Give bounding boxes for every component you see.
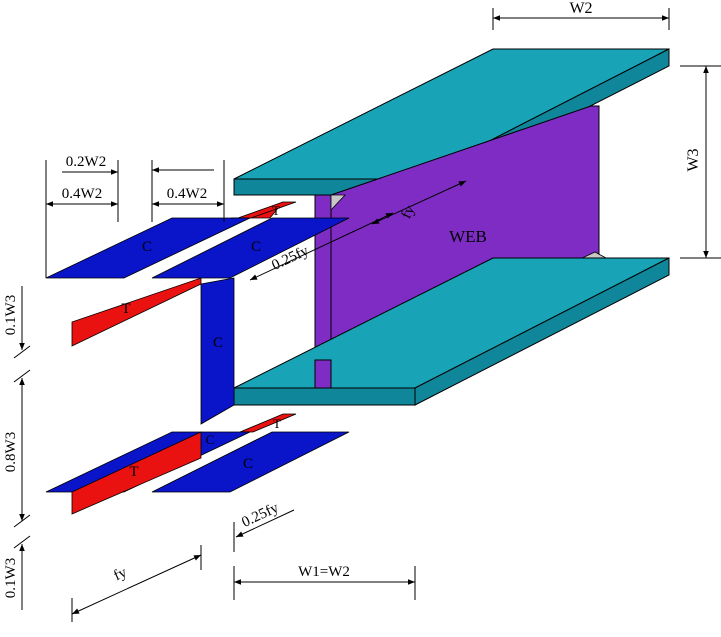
- w3-chain-tick-2: [13, 369, 31, 383]
- label-t-top-front: T: [121, 301, 130, 317]
- web-label: WEB: [449, 227, 487, 246]
- w2-04-right-label: 0.4W2: [167, 186, 207, 202]
- w3-01-bottom-label: 0.1W3: [3, 558, 19, 598]
- label-c-top-left: C: [142, 239, 152, 255]
- w1-label: W1=W2: [298, 564, 350, 580]
- bottom-tension-block-back: [239, 413, 297, 433]
- bottom-flange-side-face: [414, 257, 670, 406]
- w3-01-top-label: 0.1W3: [3, 295, 19, 335]
- w2-04-left-label: 0.4W2: [62, 186, 102, 202]
- bottom-flange-front-face: [233, 387, 416, 406]
- fy-bottom-label: fy: [111, 564, 130, 584]
- fy-bottom-dimension-line: [71, 554, 202, 615]
- label-t-bottom-back: T: [273, 416, 281, 431]
- i-beam: WEB: [233, 48, 670, 406]
- w3-label: W3: [685, 148, 702, 171]
- bottom-tension-block-front: [71, 431, 202, 515]
- dimensions: [13, 8, 721, 622]
- web-front-edge-lower: [314, 359, 332, 389]
- fy025-bottom-dimension-line: [235, 509, 295, 538]
- bottom-compression-block-right: [151, 431, 350, 493]
- w2-label: W2: [569, 0, 592, 17]
- label-c-top-right: C: [251, 239, 261, 255]
- fy025-bottom-label: 0.25fy: [239, 500, 281, 531]
- w3-chain-tick-4: [13, 535, 31, 549]
- label-t-bottom-front: T: [129, 464, 138, 480]
- label-c-web-bottom: C: [206, 432, 215, 447]
- fy025-top-dimension-line: [249, 212, 394, 281]
- w2-02-label: 0.2W2: [66, 154, 106, 170]
- top-tension-block-front: [71, 277, 202, 347]
- label-c-web: C: [213, 335, 223, 351]
- label-c-bottom-right: C: [243, 456, 253, 472]
- top-fillet: [330, 194, 346, 212]
- dimension-labels: W2 W3 0.2W2 0.4W2 0.4W2 0.1W3 0.8W3 0.1W…: [3, 0, 702, 598]
- w3-08-label: 0.8W3: [3, 432, 19, 472]
- web-compression-block: [200, 277, 235, 425]
- w3-chain-tick-1: [13, 345, 31, 359]
- label-t-top-back: T: [272, 203, 280, 218]
- top-compression-block-left: [45, 217, 251, 279]
